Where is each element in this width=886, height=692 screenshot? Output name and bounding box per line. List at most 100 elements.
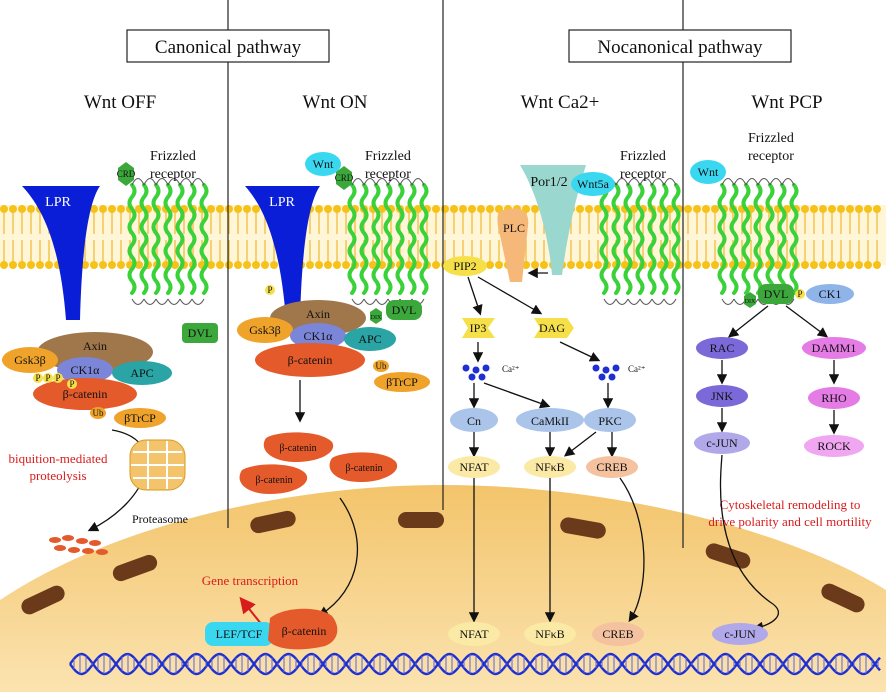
panel-wnt-on: LPR Wnt CRD Frizzled receptor P Axin Gsk… — [202, 149, 430, 650]
cjun-nuclear-node — [712, 623, 768, 645]
nfat-nuclear-label: NFAT — [459, 627, 489, 641]
damm1-node — [802, 337, 866, 359]
free-bcat-2: β-catenin — [255, 475, 292, 486]
wnt-ligand-on — [305, 152, 341, 176]
transcription-arrow — [239, 596, 263, 626]
frizzled-label-ca-1: Frizzled — [620, 149, 666, 164]
ck1a-label-on: CK1α — [304, 329, 334, 343]
frizzled-label-on-2: receptor — [365, 167, 411, 182]
rock-label: ROCK — [817, 439, 851, 453]
nfkb-label: NFκB — [535, 460, 564, 474]
phospho-lpr — [265, 285, 275, 295]
pip2-to-dag-arrow — [477, 276, 543, 315]
crd-label-on: CRD — [335, 173, 354, 183]
ca-to-camk-arrow — [483, 382, 551, 409]
ck1-label-pcp: CK1 — [819, 287, 842, 301]
phospho-pcp-label: P — [797, 289, 802, 299]
dix-domain-pcp — [744, 292, 756, 308]
ub-node-on — [373, 360, 389, 372]
cyto-note-line1: Cytoskeletal remodeling to — [720, 497, 861, 512]
cjun-nuclear-arrow — [719, 454, 779, 633]
frizzled-helix — [199, 183, 209, 295]
free-bcat-1: β-catenin — [279, 443, 316, 454]
nuclear-beta-catenin — [268, 608, 338, 650]
frizzled-helix — [729, 183, 739, 295]
panel-dividers — [227, 0, 684, 548]
frizzled-helix — [635, 183, 645, 295]
pkc-node — [584, 408, 636, 432]
frizzled-helix — [395, 183, 405, 295]
panel-title-wnt-pcp: Wnt PCP — [751, 92, 822, 113]
beta-catenin-complex-off — [33, 378, 137, 410]
crd-label-off: CRD — [117, 169, 136, 179]
pip2-node — [443, 256, 487, 276]
lpr-receptor-on — [245, 186, 320, 320]
frizzled-helix — [187, 183, 197, 295]
gsk3b-label-off: Gsk3β — [14, 353, 45, 367]
ubiquitin-note-line1: biquition-mediated — [9, 451, 108, 466]
frizzled-helix — [347, 183, 357, 295]
creb-nuclear-arrow — [619, 477, 645, 623]
nfat-nuclear-node — [448, 622, 500, 646]
btrcp-node-on — [374, 372, 430, 392]
apc-label-off: APC — [130, 366, 153, 380]
canonical-title: Canonical pathway — [155, 37, 302, 58]
frizzled-label-pcp-1: Frizzled — [748, 131, 794, 146]
calcium-ions-2 — [592, 364, 620, 381]
frizzled-helix — [359, 183, 369, 295]
creb-nuclear-label: CREB — [602, 627, 633, 641]
ubiquitin-note-line2: proteolysis — [29, 468, 86, 483]
nfkb-node — [524, 456, 576, 478]
damm1-label: DAMM1 — [812, 341, 857, 355]
nfat-label: NFAT — [459, 460, 489, 474]
dag-label: DAG — [539, 321, 565, 335]
frizzled-helix — [753, 183, 763, 295]
lpr-label-on: LPR — [269, 195, 295, 210]
dna-helix — [69, 652, 881, 676]
phospho-lpr-label: P — [267, 285, 272, 295]
dvl-label-on: DVL — [392, 303, 417, 317]
ca-label-2: Ca²⁺ — [628, 364, 646, 374]
noncanonical-title: Nocanonical pathway — [597, 37, 763, 58]
btrcp-node-off — [114, 408, 166, 428]
pkc-label: PKC — [598, 414, 621, 428]
dag-to-ca-arrow — [559, 341, 601, 362]
lpr-receptor-off — [22, 186, 100, 320]
crd-domain-on — [336, 166, 352, 190]
gene-transcription-label: Gene transcription — [202, 573, 299, 588]
ub-node-off — [90, 407, 106, 419]
frizzled-helix — [371, 183, 381, 295]
ck1a-label-off: CK1α — [71, 363, 101, 377]
por-label: Por1/2 — [530, 175, 567, 190]
frizzled-helix — [765, 183, 775, 295]
gsk3b-label-on: Gsk3β — [249, 323, 280, 337]
ck1a-node-on — [290, 323, 346, 349]
cjun-label: c-JUN — [706, 436, 738, 450]
cn-node — [450, 408, 498, 432]
frizzled-helix — [127, 183, 137, 295]
frizzled-helix — [789, 183, 799, 295]
frizzled-helix — [139, 183, 149, 295]
wnt-label-pcp: Wnt — [698, 165, 719, 179]
wnt5a-label: Wnt5a — [577, 177, 610, 191]
frizzled-helix — [151, 183, 161, 295]
wnt5a-ligand — [571, 172, 615, 196]
creb-nuclear-node — [592, 622, 644, 646]
frizzled-helix — [659, 183, 669, 295]
ub-label-off: Ub — [93, 408, 104, 418]
apc-node-on — [344, 327, 396, 351]
nuclear-entry-arrow — [317, 497, 359, 617]
frizzled-helix — [599, 183, 609, 295]
frizzled-helix — [407, 183, 417, 295]
phospho-pcp — [795, 289, 805, 299]
dvl-node-off — [182, 323, 218, 343]
plc-enzyme — [497, 208, 529, 282]
frizzled-helix — [741, 183, 751, 295]
dvl-label-pcp: DVL — [764, 287, 789, 301]
dvl-to-rac-arrow — [727, 305, 769, 338]
rac-label: RAC — [710, 341, 735, 355]
pip2-label: PIP2 — [453, 259, 476, 273]
dvl-node-on — [386, 300, 422, 320]
frizzled-helix — [611, 183, 621, 295]
